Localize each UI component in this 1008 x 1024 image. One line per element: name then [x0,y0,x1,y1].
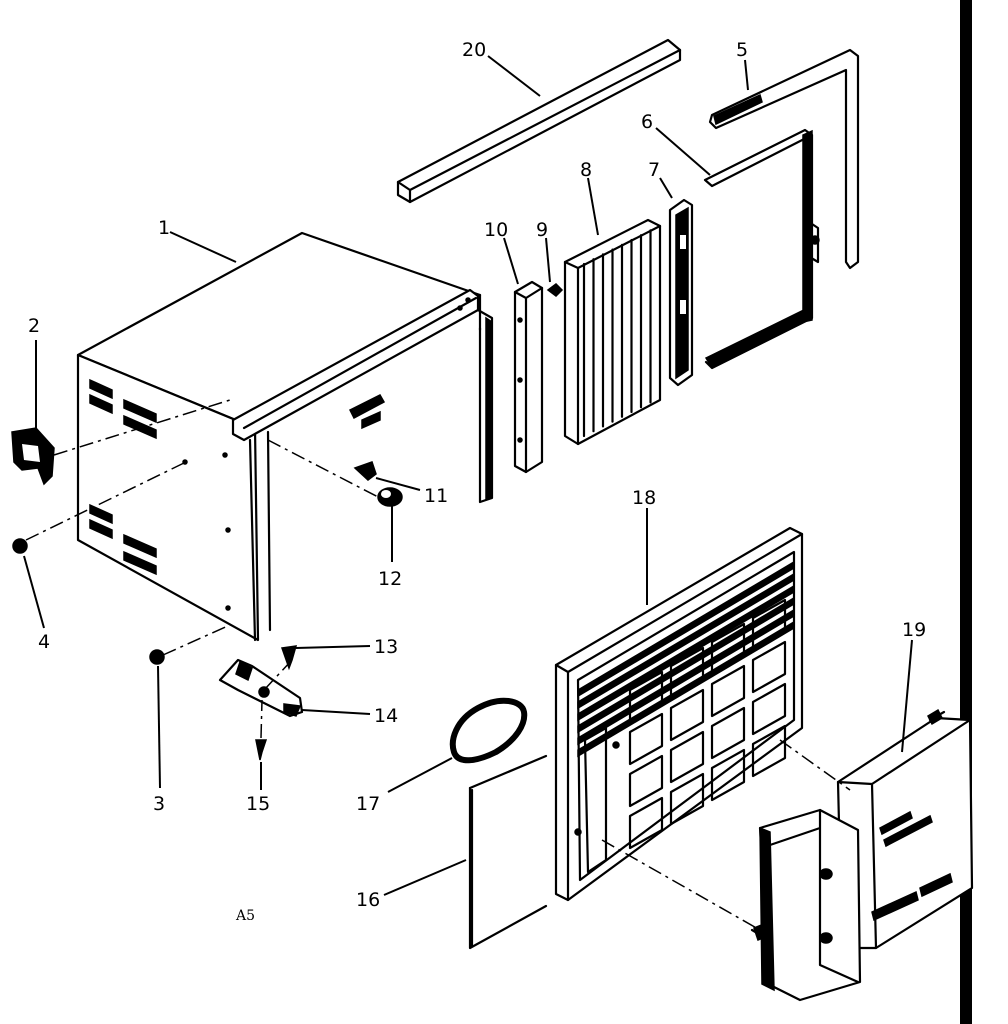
part-10-side-channel [513,280,544,474]
grille-cell [710,748,746,802]
grille-cell [751,724,787,778]
part-labels: 20 5 6 7 8 9 10 1 2 4 3 11 12 13 14 15 1… [28,39,926,924]
label-6: 6 [641,111,653,133]
grille-cell [710,622,746,676]
grille-cell [751,682,787,736]
part-15-screw [255,739,268,761]
label-9: 9 [536,219,548,241]
grille-cell [710,664,746,718]
label-4: 4 [38,631,50,653]
grille-cell [628,712,664,766]
label-10: 10 [484,219,508,241]
part-16-filter [468,754,548,950]
grille-louver [577,560,795,698]
label-16: 16 [356,889,380,911]
grille-cell [751,640,787,694]
part-7-strip [668,198,694,387]
label-7: 7 [648,159,660,181]
grille-louver [577,596,795,734]
part-9-screw [546,283,564,297]
grille-cell [669,772,705,826]
part-1-cabinet [76,231,494,642]
part-18-front-grille [554,526,804,902]
label-14: 14 [374,705,398,727]
label-11: 11 [424,485,448,507]
grille-cell [669,730,705,784]
part-3-screw [149,649,165,665]
label-1: 1 [158,217,170,239]
label-18: 18 [632,487,656,509]
part-19-control-box [750,708,974,1002]
part-4-screw [12,538,28,554]
assembly-lines [25,399,851,931]
label-17: 17 [356,793,380,815]
part-20-top-rail [396,38,682,204]
grille-cell [669,688,705,742]
part-17-oval [449,697,528,764]
part-12-knob [377,487,403,507]
part-11-screw [353,461,377,481]
part-8-accordion-panel [563,218,662,446]
part-6-curtain-frame [703,128,820,370]
label-3: 3 [153,793,165,815]
part-13-screw [280,645,298,671]
grille-louver [577,572,795,710]
figure-code: A5 [235,908,255,924]
label-2: 2 [28,315,40,337]
grille-louver [577,608,795,746]
grille-cell [710,706,746,760]
part-5-side-angle [708,48,860,270]
grille-cell [628,754,664,808]
leader-lines [23,55,913,896]
label-15: 15 [246,793,270,815]
grille-cell [628,670,664,724]
grille-louver [577,584,795,722]
label-12: 12 [378,568,402,590]
label-20: 20 [462,39,486,61]
label-8: 8 [580,159,592,181]
grille-cell [628,796,664,850]
cabinet-louvers [89,378,157,576]
label-13: 13 [374,636,398,658]
grille-cell [669,646,705,700]
grille-cell [751,598,787,652]
part-2-bracket [11,427,55,486]
label-5: 5 [736,39,748,61]
part-14-bracket [218,658,304,718]
label-19: 19 [902,619,926,641]
